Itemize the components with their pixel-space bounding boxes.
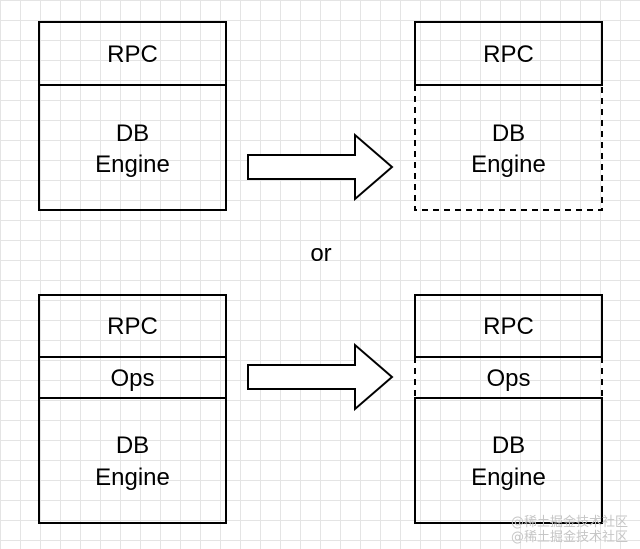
watermark-line-1: @稀土掘金技术社区 [510,515,628,530]
bottom-right-db-label-line2: Engine [471,464,546,491]
bottom-right-ops-label: Ops [486,365,530,392]
top-right-rpc-label: RPC [483,41,534,68]
bottom-left-ops-label: Ops [110,365,154,392]
bottom-arrow-icon [247,342,394,412]
bottom-right-rpc-box [414,294,603,358]
bottom-left-rpc-label: RPC [107,313,158,340]
bottom-right-db-box [414,397,603,524]
bottom-left-db-label-line2: Engine [95,464,170,491]
top-left-rpc-label: RPC [107,41,158,68]
bottom-right-rpc-label: RPC [483,313,534,340]
watermark-line-2: @稀土掘金技术社区 [510,530,628,545]
bottom-left-db-label-line1: DB [116,432,149,459]
or-separator-label: or [310,240,331,267]
top-right-rpc-box [414,21,603,86]
top-left-stack-outline [38,21,227,211]
bottom-right-db-label-line1: DB [492,432,525,459]
top-arrow-icon [247,132,394,202]
bottom-right-stack: RPC Ops DB Engine [414,294,603,524]
top-right-stack: RPC DB Engine [414,21,603,211]
top-right-db-label-line2: Engine [471,151,546,178]
watermark: @稀土掘金技术社区 @稀土掘金技术社区 [511,515,628,545]
bottom-left-stack: RPC Ops DB Engine [38,294,227,524]
bottom-left-stack-outline [38,294,227,524]
top-right-db-box-dashed [414,85,603,211]
top-left-db-label-line1: DB [116,120,149,147]
top-right-db-label-line1: DB [492,120,525,147]
top-left-stack: RPC DB Engine [38,21,227,211]
top-left-db-label-line2: Engine [95,151,170,178]
